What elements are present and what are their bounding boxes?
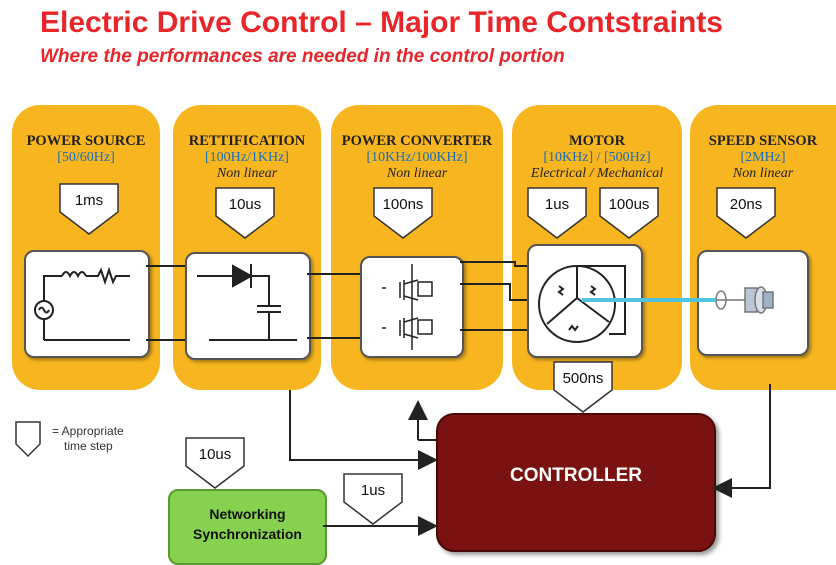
tag-1us: 1us — [545, 196, 569, 213]
stage-name: RETTIFICATION — [188, 133, 306, 149]
tag-500ns: 500ns — [563, 370, 604, 387]
stage-rate: [50/60Hz] — [57, 150, 115, 165]
arrow-rectifier-to-controller — [289, 390, 438, 470]
legend: = Appropriate time step — [52, 424, 124, 454]
tag-shape-10us-net — [185, 437, 245, 489]
slide-title: Electric Drive Control – Major Time Cont… — [40, 6, 723, 39]
tag-shape-100ns — [373, 187, 433, 239]
stage-mechanical-label: Mechanical — [597, 166, 664, 181]
tag-shape-1ms — [59, 183, 119, 235]
rectifier-circuit — [185, 252, 311, 360]
legend-tag-shape — [15, 421, 41, 458]
power-source-circuit — [24, 250, 150, 358]
stage-nonlinear: Non linear — [216, 166, 278, 181]
tag-shape-10us — [215, 187, 275, 239]
stage-rate: [100Hz/1KHz] — [205, 150, 289, 165]
stage-rate: [2MHz] — [740, 150, 786, 165]
line-converter-to-motor-b — [460, 283, 527, 301]
networking-label: Networking — [209, 506, 286, 522]
legend-line2: time step — [64, 439, 113, 453]
networking-synchronization-block: Networking Synchronization — [168, 489, 327, 565]
stage-rate-electrical: [10KHz] — [543, 150, 594, 165]
power-converter-circuit — [360, 256, 464, 358]
tag-shape-1us-link — [343, 473, 403, 525]
tag-1ms: 1ms — [75, 192, 103, 209]
tag-shape-100us — [599, 187, 659, 239]
transistor-bridge-icon — [382, 264, 433, 350]
tag-10us-net: 10us — [199, 446, 232, 463]
stage-rate: [10KHz/100KHz] — [366, 150, 468, 165]
tag-shape-20ns — [716, 187, 776, 239]
controller-block: CONTROLLER — [436, 413, 716, 552]
encoder-icon — [713, 286, 774, 314]
line-converter-to-motor-a — [460, 261, 527, 267]
tag-100ns: 100ns — [383, 196, 424, 213]
controller-label: CONTROLLER — [510, 465, 642, 486]
synchronization-label: Synchronization — [193, 526, 302, 542]
speed-sensor-circuit — [697, 250, 809, 356]
tag-10us: 10us — [229, 196, 262, 213]
stage-electrical-label: Electrical / — [530, 166, 594, 181]
stage-nonlinear: Non linear — [386, 166, 448, 181]
tag-1us-link: 1us — [361, 482, 385, 499]
legend-line1: = Appropriate — [52, 424, 124, 438]
tag-100us: 100us — [609, 196, 650, 213]
stage-name: POWER SOURCE — [26, 133, 146, 149]
stage-nonlinear: Non linear — [732, 166, 794, 181]
stage-name: MOTOR — [568, 133, 626, 149]
stage-name: POWER CONVERTER — [341, 133, 493, 149]
tag-20ns: 20ns — [730, 196, 763, 213]
stage-name: SPEED SENSOR — [708, 133, 818, 149]
ac-source-icon — [34, 266, 130, 341]
diode-icon — [197, 264, 297, 341]
stage-rate-mechanical: / [500Hz] — [596, 150, 651, 165]
slide-subtitle: Where the performances are needed in the… — [40, 46, 565, 67]
arrow-sensor-to-controller — [712, 384, 771, 498]
tag-shape-500ns — [553, 361, 613, 413]
tag-shape-1us — [527, 187, 587, 239]
